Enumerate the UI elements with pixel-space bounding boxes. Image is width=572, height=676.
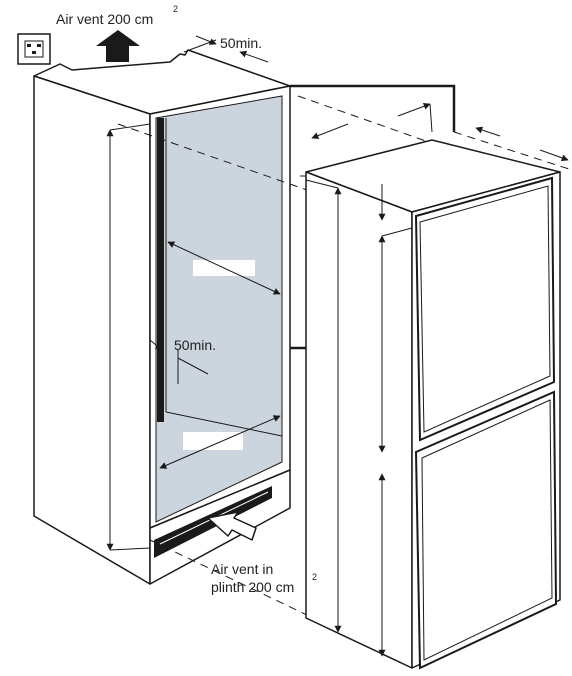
plinth-vent-label-line2: plinth 200 cm [211, 579, 294, 595]
interior-depth-arrow [159, 415, 281, 469]
interior-width-arrow [167, 241, 281, 295]
seal-strip [157, 118, 164, 422]
air-vent-top-superscript: 2 [173, 4, 178, 14]
top-min-label: 50min. [220, 35, 262, 51]
air-flow-up-arrow-icon [96, 30, 140, 62]
air-vent-top-label: Air vent 200 cm [56, 11, 153, 27]
wall-socket-icon [17, 33, 51, 65]
fridge-lower-door [414, 390, 558, 670]
plinth-vent-label-line1: Air vent in [211, 561, 273, 577]
plinth-air-arrow-icon [207, 511, 257, 541]
plinth-vent-superscript: 2 [312, 572, 317, 582]
cabinet-interior [155, 95, 283, 523]
inner-min-bracket [177, 350, 209, 384]
label-blank-depth [183, 432, 243, 450]
fridge-upper-door [414, 176, 556, 442]
inner-min-label: 50min. [174, 337, 216, 353]
